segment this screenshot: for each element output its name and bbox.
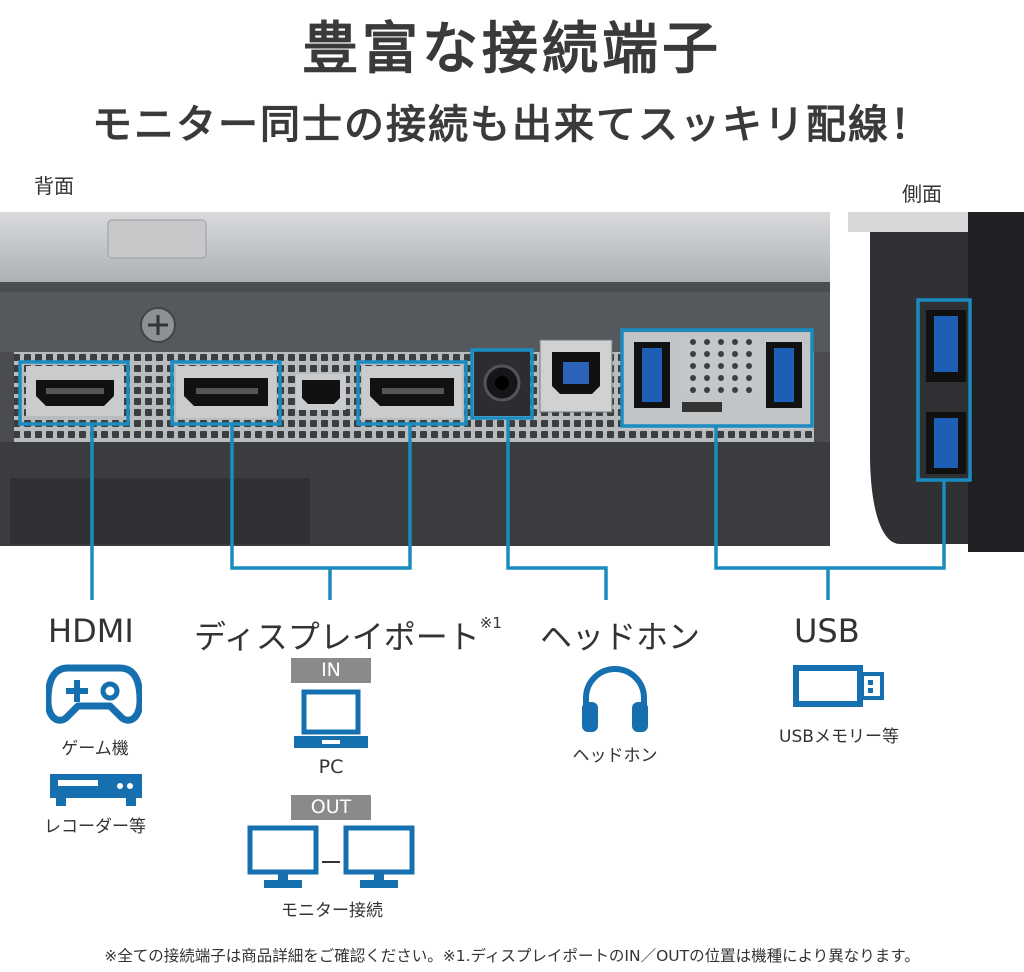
dp-out-caption: モニター接続 [281,901,383,921]
back-view-label: 背面 [34,174,74,198]
back-panel [0,212,830,546]
usb-stick-icon [793,665,884,707]
footnote: ※全ての接続端子は商品詳細をご確認ください。※1.ディスプレイポートのIN／OU… [104,947,920,965]
dp-out-tag: OUT [291,795,371,820]
usb-label: USB [794,612,860,650]
monitor-ports-illustration [0,212,1024,600]
usb-caption: USBメモリー等 [779,727,899,747]
hdmi-label: HDMI [48,612,134,650]
gamepad-icon [46,664,142,724]
recorder-icon [50,774,142,806]
page-subtitle: モニター同士の接続も出来てスッキリ配線！ [92,102,932,148]
hdmi-device-caption-2: レコーダー等 [44,817,146,837]
hdmi-device-caption-1: ゲーム機 [61,739,129,759]
dp-in-caption: PC [318,756,344,778]
displayport-label-text: ディスプレイポート [194,618,480,656]
dual-monitor-icon [247,825,415,888]
dp-in-tag: IN [291,658,371,683]
displayport-label: ディスプレイポート※1 [194,612,502,658]
headphone-caption: ヘッドホン [572,746,658,766]
side-panel [848,212,1024,552]
page-title: 豊富な接続端子 [302,17,722,82]
displayport-note-mark: ※1 [479,614,502,632]
laptop-icon [294,689,368,748]
headphone-label: ヘッドホン [540,618,701,656]
headphones-icon [582,666,648,732]
callout-lines [18,298,972,600]
side-view-label: 側面 [902,182,942,206]
